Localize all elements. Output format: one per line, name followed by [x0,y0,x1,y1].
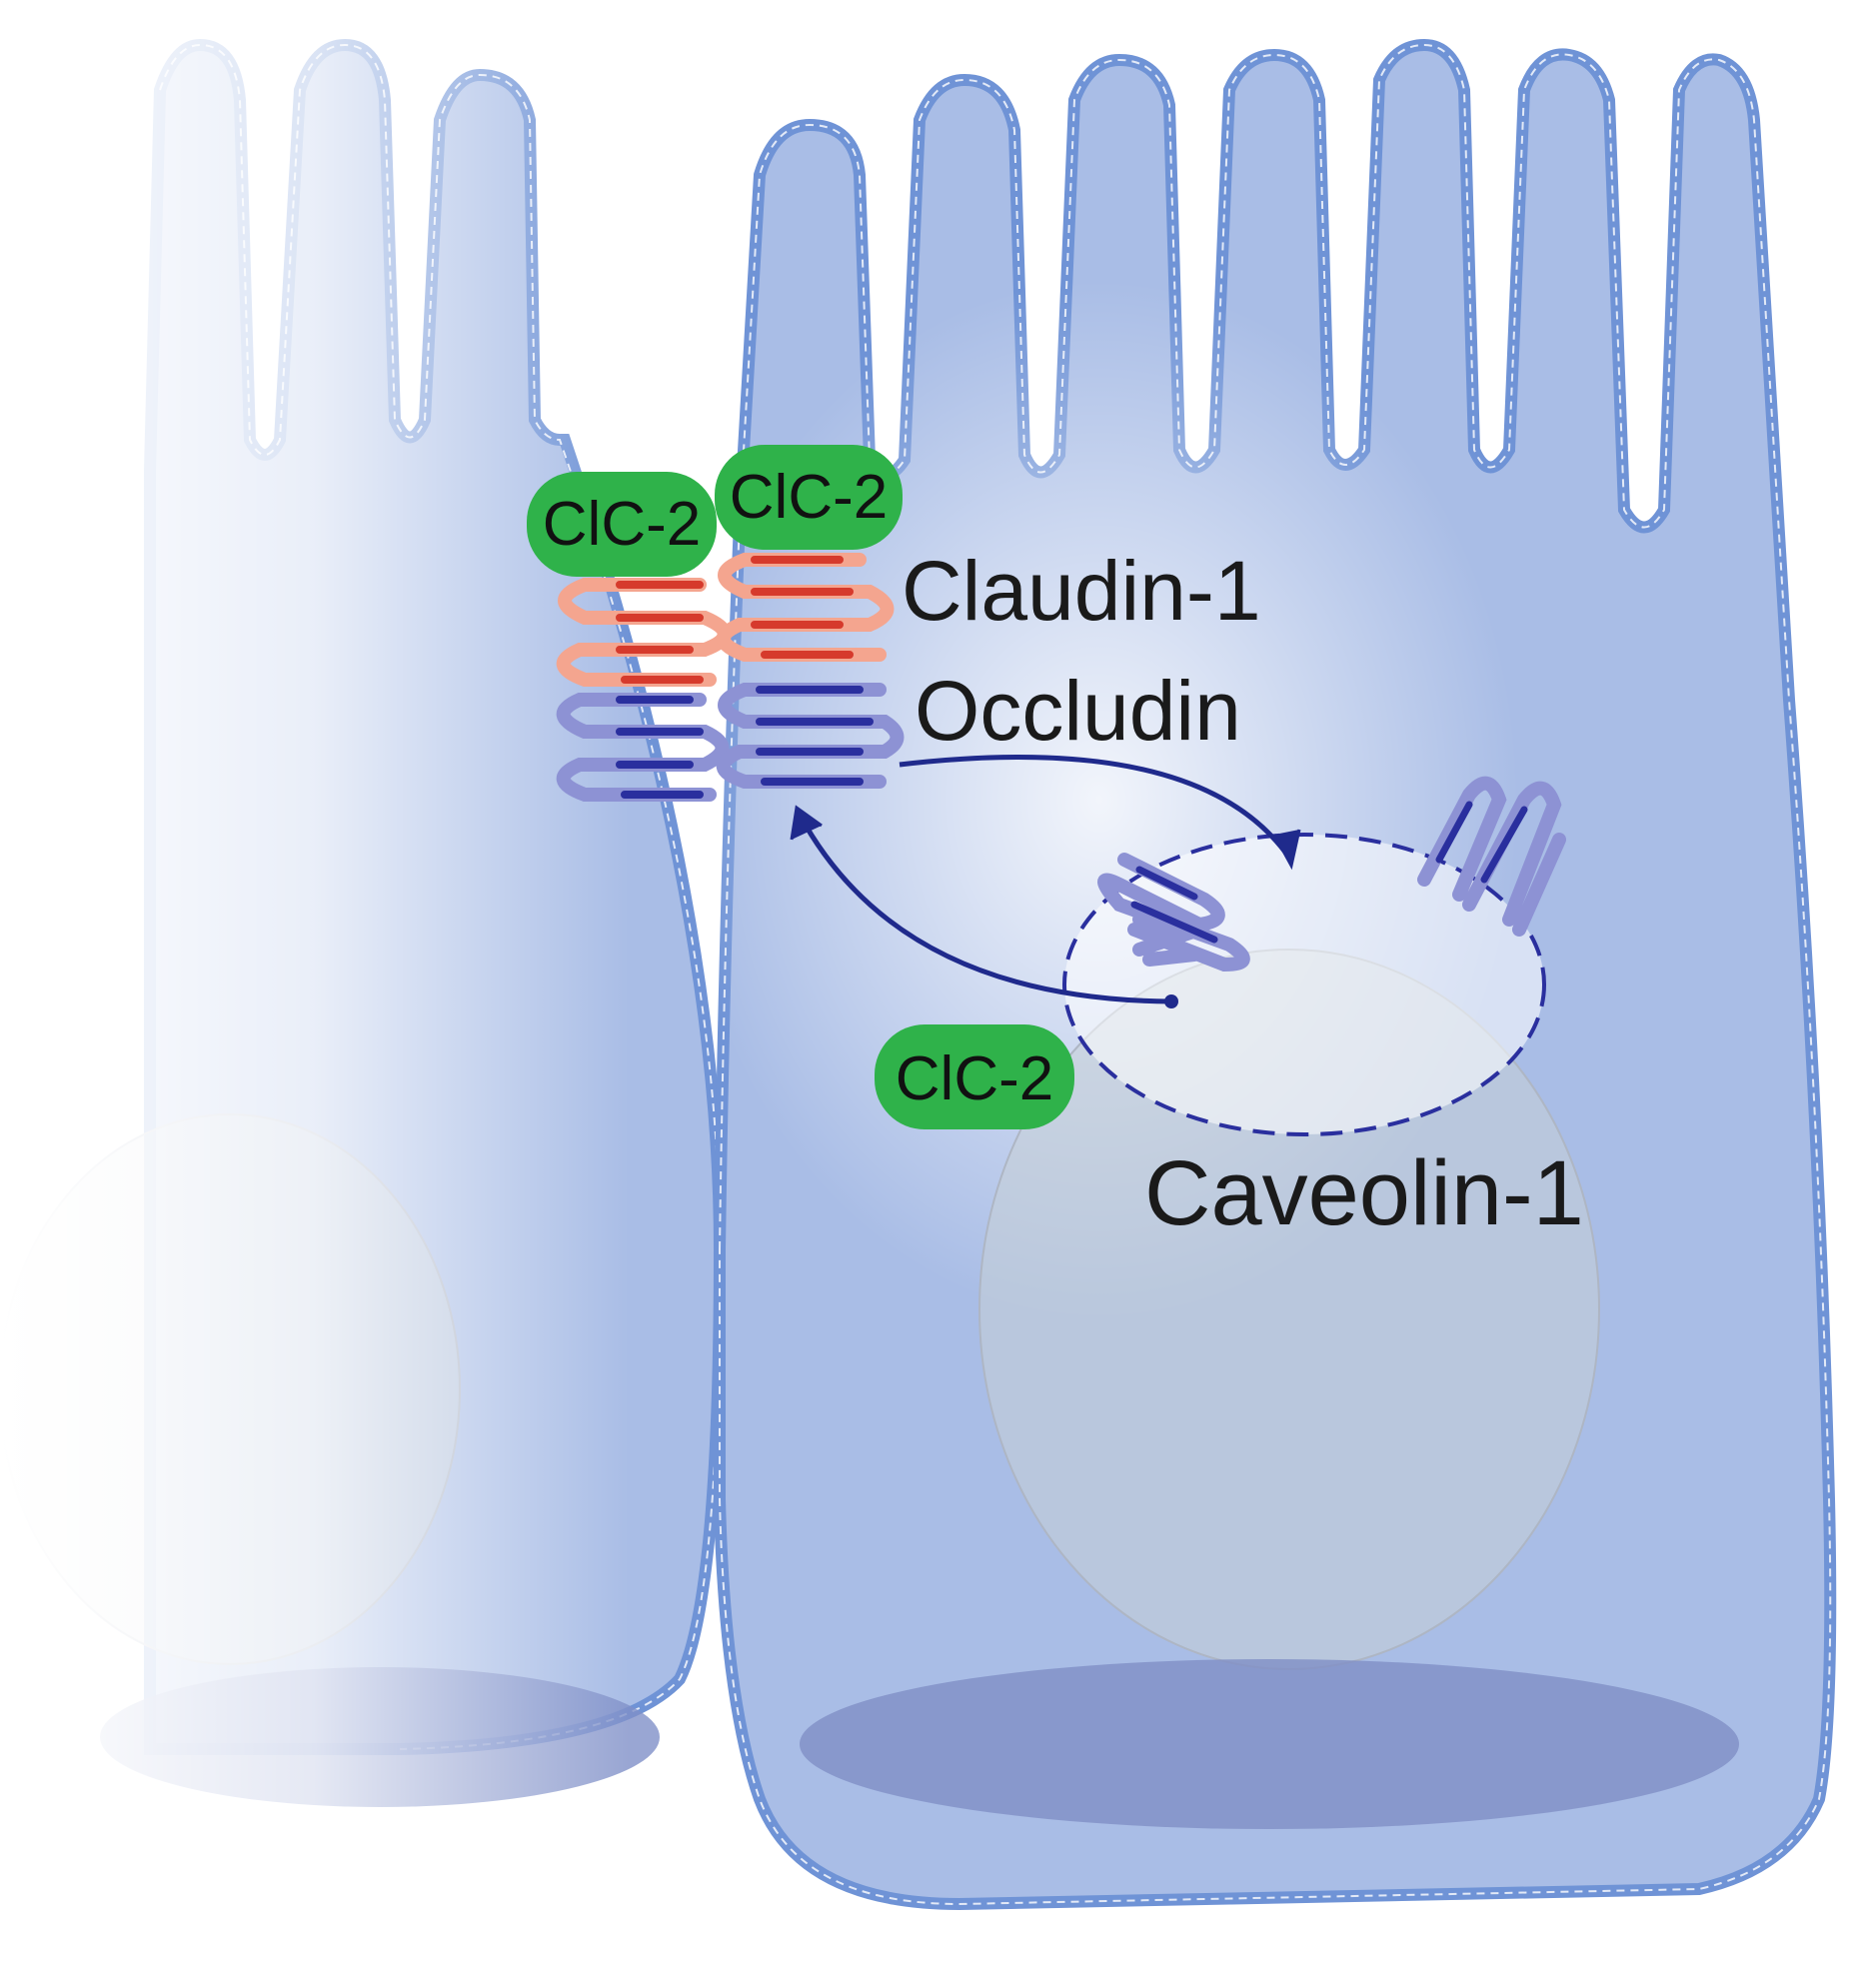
clc2-badge-left: ClC-2 [527,472,717,577]
vesicle-occludin-right [1417,776,1566,937]
claudin-1-strands [556,553,895,687]
vesicle-occludin-proteins [1097,776,1566,973]
vesicle-occludin-right-core [1435,801,1528,884]
recycling-arrow [797,813,1172,1004]
endocytosis-arrowhead [1272,829,1301,871]
recycling-arrow-origin-dot [1164,994,1178,1008]
occludin-strands [556,683,905,802]
right-cell-basal-pad [800,1659,1739,1829]
occludin-strand-left [556,693,730,802]
clc2-badge-cytoplasm: ClC-2 [875,1024,1074,1129]
clc2-label-cytoplasm: ClC-2 [896,1044,1053,1113]
vesicle-occludin-left [1097,853,1250,973]
clc2-badge-right: ClC-2 [715,445,903,550]
claudin-strand-right [716,553,895,662]
clc2-label-right: ClC-2 [730,463,888,532]
recycling-arrowhead [790,805,823,841]
claudin-strand-left-core [616,581,704,684]
occludin-strand-left-core [616,696,704,799]
occludin-strand-right [716,683,905,789]
occludin-label: Occludin [915,664,1241,758]
claudin-1-label: Claudin-1 [902,544,1261,638]
caveolin-1-label: Caveolin-1 [1144,1142,1584,1244]
endocytosis-arrow [899,755,1292,860]
claudin-strand-right-core [751,556,854,659]
occludin-strand-right-core [756,686,874,786]
vesicle-occludin-left-core [1130,866,1218,944]
trafficking-arrows [790,755,1301,1008]
clc2-label-left: ClC-2 [543,490,701,559]
